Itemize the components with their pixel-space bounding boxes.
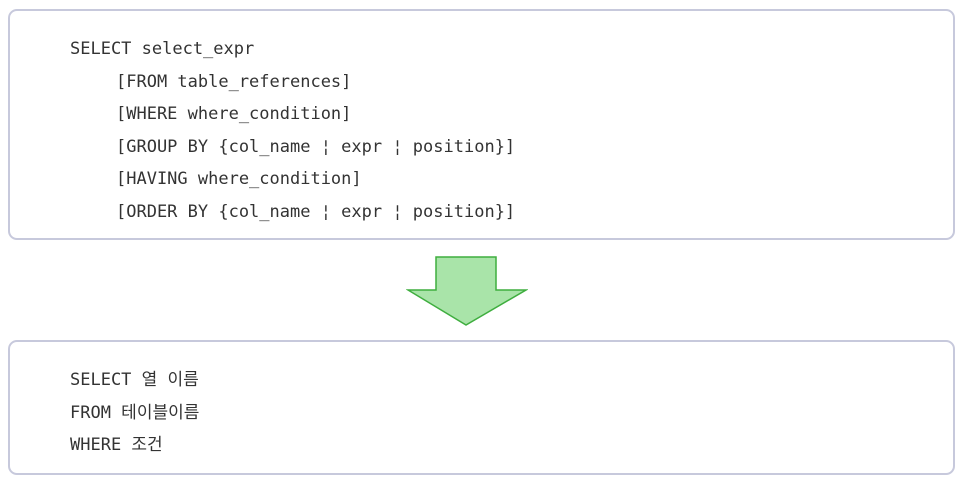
syntax-line-having: [HAVING where_condition]: [116, 169, 362, 190]
syntax-box: SELECT select_expr [FROM table_reference…: [8, 9, 955, 240]
syntax-line-order-by: [ORDER BY {col_name ¦ expr ¦ position}]: [116, 201, 516, 222]
syntax-line-from: [FROM table_references]: [116, 71, 352, 92]
down-arrow-icon: [406, 256, 528, 326]
syntax-line-select: SELECT select_expr: [70, 39, 255, 59]
simplified-line-select: SELECT 열 이름: [70, 370, 199, 390]
syntax-line-group-by: [GROUP BY {col_name ¦ expr ¦ position}]: [116, 136, 516, 157]
down-arrow-shape: [406, 256, 528, 326]
syntax-line-where: [WHERE where_condition]: [116, 104, 352, 125]
simplified-line-where: WHERE 조건: [70, 435, 163, 456]
simplified-box: SELECT 열 이름 FROM 테이블이름 WHERE 조건: [8, 340, 955, 475]
simplified-line-from: FROM 테이블이름: [70, 402, 200, 423]
